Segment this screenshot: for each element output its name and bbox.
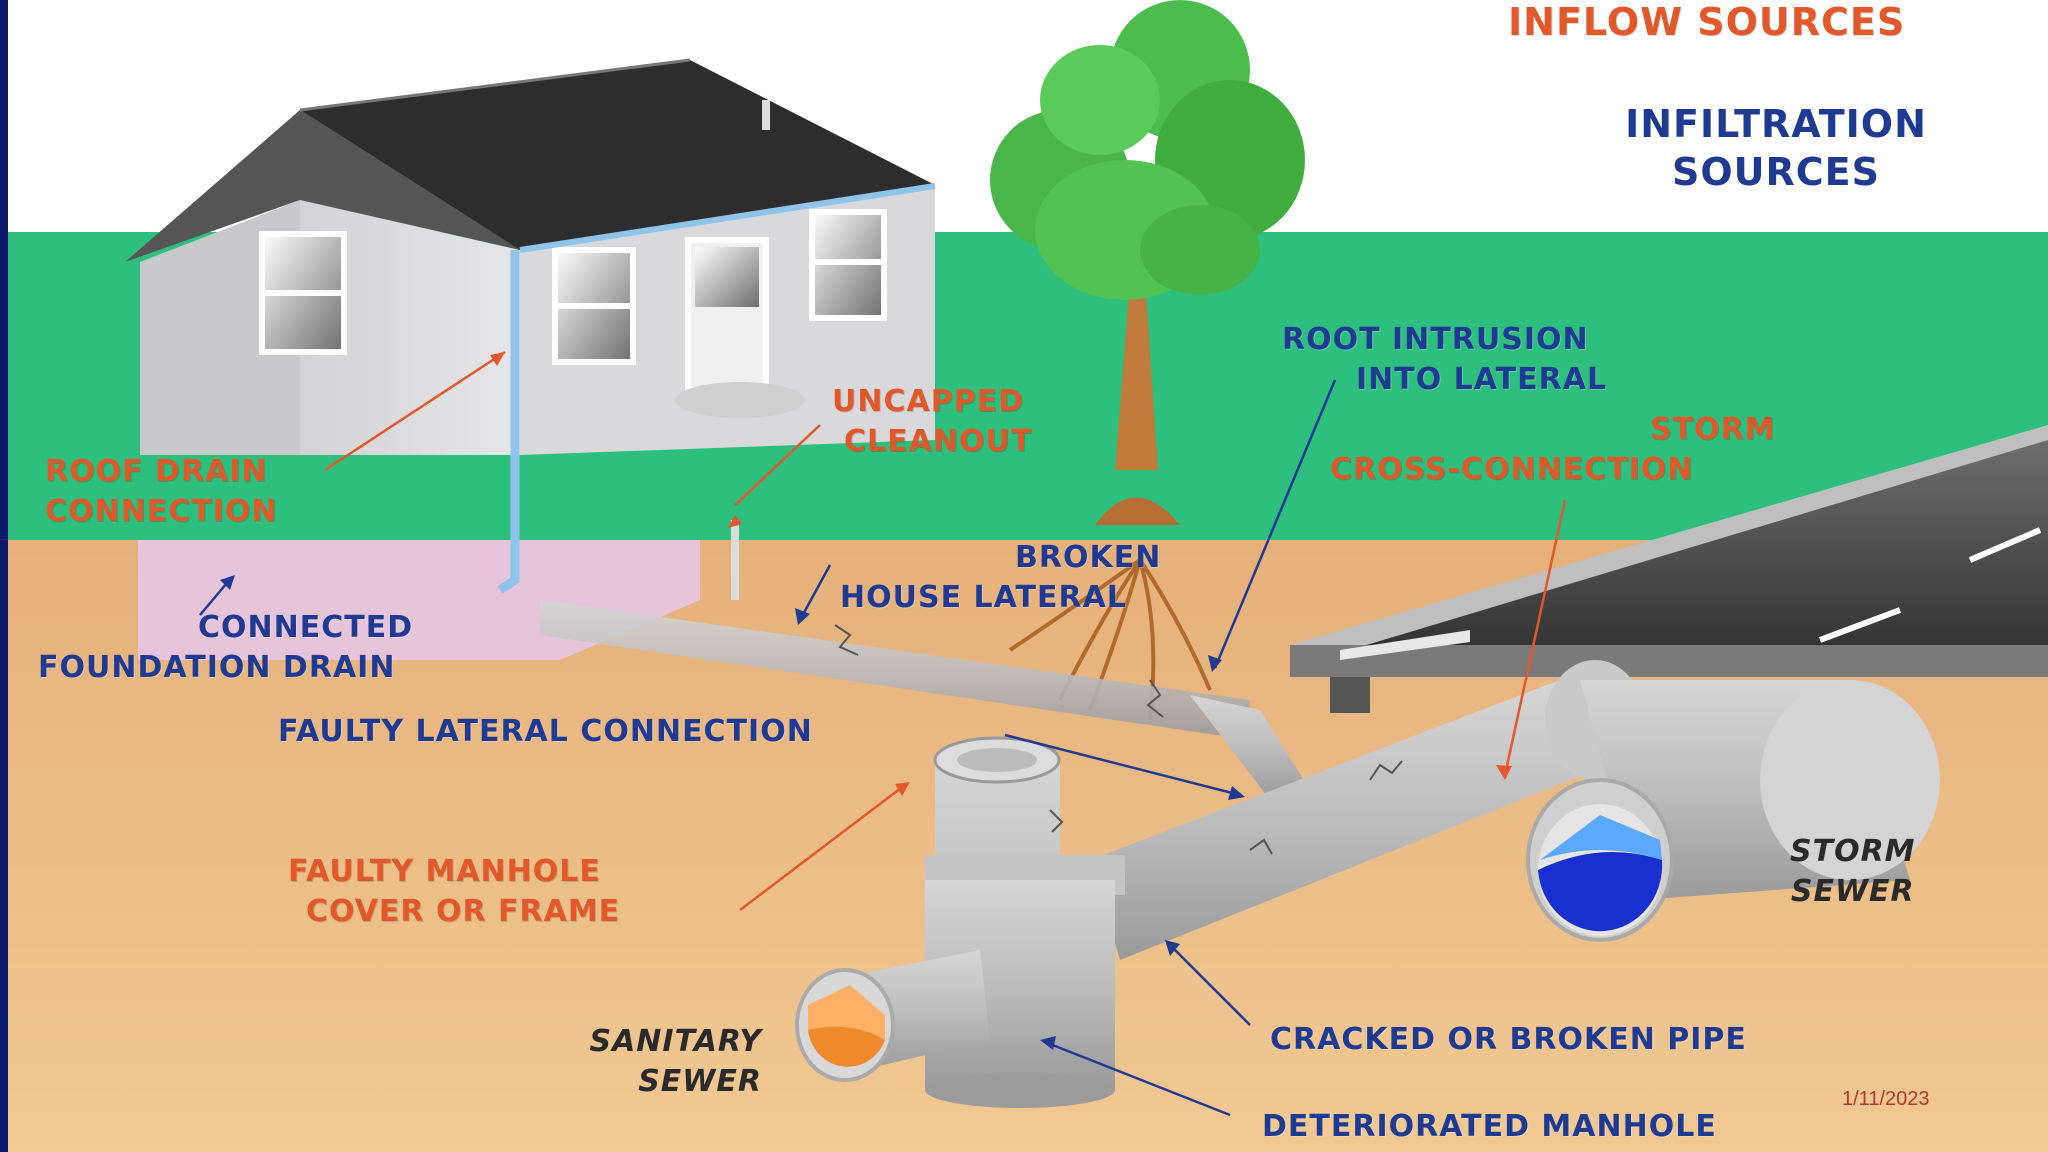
label-sanitary-line-1: SANITARY [589,1024,762,1059]
label-storm-cross-line-2: CROSS-CONNECTION [1330,452,1694,487]
left-bar [0,0,8,1152]
house-icon [125,58,936,594]
legend-infiltration-line-1: INFILTRATION [1625,102,1927,146]
label-faulty-manhole-line-2: COVER OR FRAME [306,894,621,929]
legend-inflow-title: INFLOW SOURCES [1508,0,1906,44]
label-storm-cross-line-1: STORM [1650,412,1776,447]
label-root-intrusion: ROOT INTRUSION INTO LATERAL [1282,320,1607,400]
label-roof-drain: ROOF DRAIN CONNECTION [45,452,277,532]
sanitary-stub-icon [795,950,990,1082]
label-storm-sewer-line-1: STORM [1790,834,1916,869]
label-storm-cross-connection: STORM CROSS-CONNECTION [1330,410,1776,490]
label-faulty-manhole: FAULTY MANHOLE COVER OR FRAME [288,852,620,932]
label-cracked-pipe: CRACKED OR BROKEN PIPE [1270,1022,1747,1057]
legend-infiltration-title: INFILTRATION SOURCES [1566,100,1986,196]
label-storm-sewer-line-2: SEWER [1790,874,1915,909]
arrows [199,350,1567,1117]
label-broken-line-1: BROKEN [1015,540,1162,575]
label-uncapped-cleanout-line-1: UNCAPPED [832,384,1025,419]
label-storm-sewer: STORM SEWER [1790,832,1916,912]
label-roof-drain-line-2: CONNECTION [45,494,278,529]
label-foundation-line-2: FOUNDATION DRAIN [38,650,396,685]
label-faulty-manhole-line-1: FAULTY MANHOLE [288,854,601,889]
storm-pipe-icon [1526,680,1940,942]
legend-infiltration-line-2: SOURCES [1671,150,1880,194]
road-icon [1290,425,2048,713]
slide-date: 1/11/2023 [1842,1088,1930,1110]
label-uncapped-cleanout-line-2: CLEANOUT [844,424,1033,459]
house-lateral-icon [540,520,1310,800]
label-root-intrusion-line-2: INTO LATERAL [1356,362,1608,397]
manhole-icon [925,736,1125,1108]
label-broken-line-2: HOUSE LATERAL [840,580,1127,615]
label-root-intrusion-line-1: ROOT INTRUSION [1282,322,1589,357]
label-sanitary-sewer: SANITARY SEWER [522,1022,762,1102]
label-roof-drain-line-1: ROOF DRAIN [45,454,268,489]
tree-icon [990,0,1305,525]
label-sanitary-line-2: SEWER [638,1064,762,1099]
label-deteriorated-manhole: DETERIORATED MANHOLE [1262,1109,1717,1144]
label-broken-house-lateral: BROKEN HOUSE LATERAL [840,538,1161,618]
label-uncapped-cleanout: UNCAPPED CLEANOUT [832,382,1032,462]
label-foundation-line-1: CONNECTED [198,610,414,645]
label-foundation-drain: CONNECTED FOUNDATION DRAIN [38,608,413,688]
label-faulty-lateral-connection: FAULTY LATERAL CONNECTION [278,714,813,749]
